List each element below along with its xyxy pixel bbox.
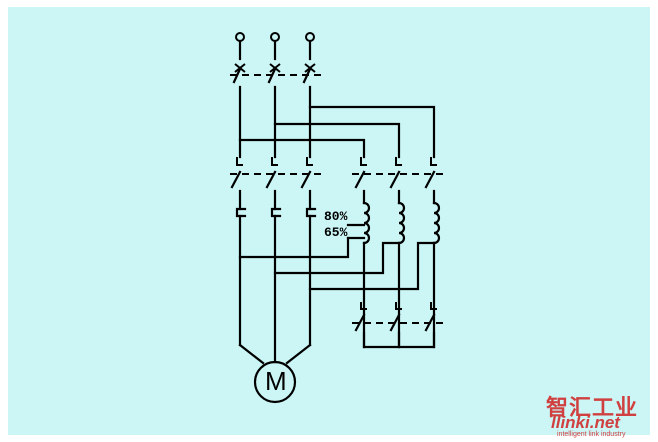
tap-connections <box>238 236 436 291</box>
motor-leads <box>238 343 312 365</box>
panel-background <box>8 7 650 435</box>
tap-label-80: 80% <box>324 209 348 224</box>
motor-label: M <box>265 366 287 396</box>
main-switch <box>230 63 324 159</box>
start-contactor-lower <box>352 302 444 349</box>
tap-label-65: 65% <box>324 225 348 240</box>
supply-terminals <box>235 32 315 61</box>
motor-symbol <box>253 360 297 404</box>
transformer-feeders <box>238 105 436 159</box>
watermark-latin: llinki.net <box>551 413 620 432</box>
autotransformer-windings <box>346 189 441 349</box>
diagram-panel: 80% 65% M <box>8 7 650 435</box>
watermark-tagline: intelligent link industry <box>557 431 626 438</box>
circuit-svg <box>8 7 650 435</box>
watermark-chinese: 智汇工业 <box>546 395 639 421</box>
run-bracket-contacts <box>235 207 317 364</box>
start-contactor-upper <box>230 157 444 211</box>
